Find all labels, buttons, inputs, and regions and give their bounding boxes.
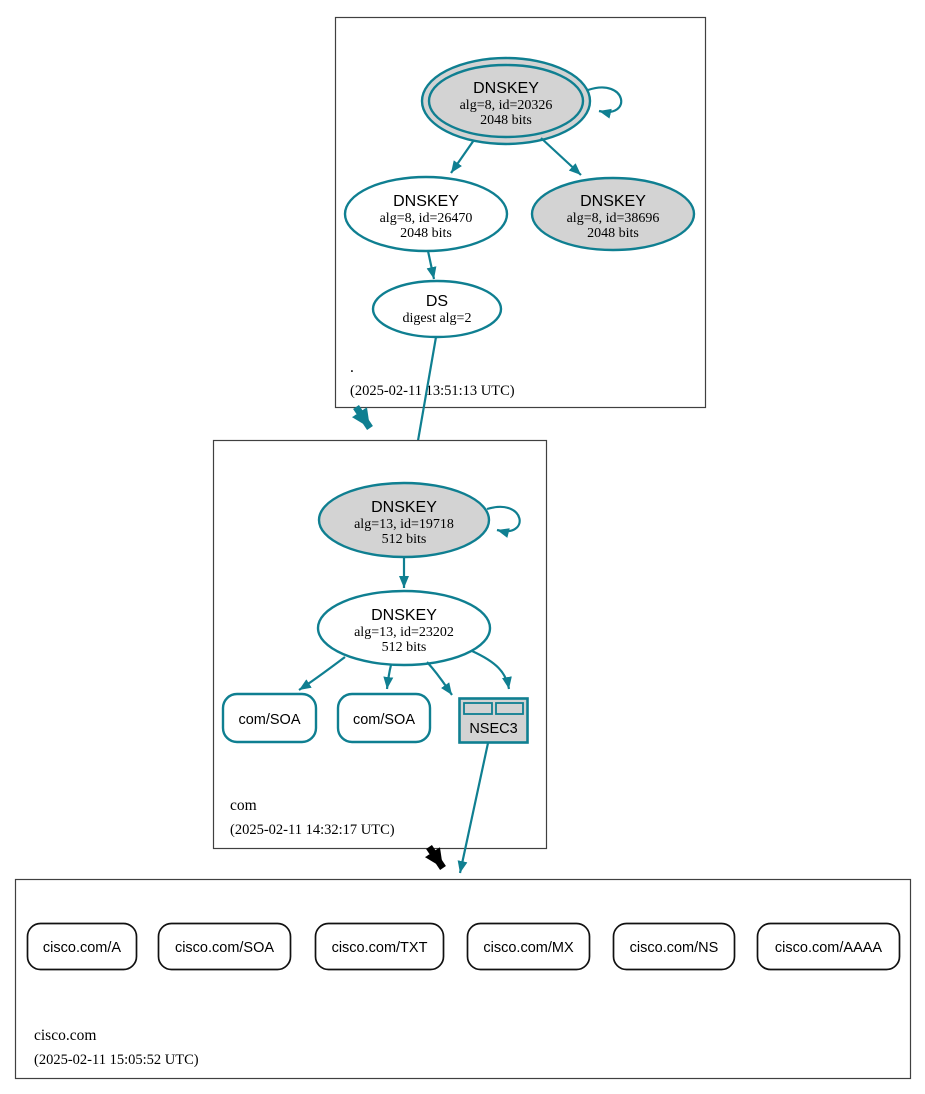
node-cisco-rrset-aaaa[interactable]: cisco.com/AAAA <box>756 922 901 971</box>
edge-root-ksk-selfloop <box>587 86 623 119</box>
zone-label-cisco: cisco.com <box>34 1027 96 1044</box>
edge-com-ksk-selfloop <box>486 505 521 538</box>
node-cisco-rrset-txt[interactable]: cisco.com/TXT <box>314 922 445 971</box>
node-title: DS <box>426 293 448 310</box>
rrset-label: cisco.com/A <box>43 940 121 956</box>
node-detail: alg=8, id=20326 <box>460 98 553 113</box>
node-detail: alg=13, id=19718 <box>354 517 454 532</box>
node-detail: alg=8, id=26470 <box>380 211 473 226</box>
edge-com-zsk-to-soa2 <box>383 664 394 690</box>
node-root-ds[interactable]: DS digest alg=2 <box>371 279 503 339</box>
node-bits: 2048 bits <box>400 226 452 241</box>
edge-com-zsk-to-nsec3-right <box>471 650 512 690</box>
node-cisco-rrset-a[interactable]: cisco.com/A <box>26 922 138 971</box>
rrset-label: cisco.com/TXT <box>332 940 428 956</box>
node-cisco-rrset-soa[interactable]: cisco.com/SOA <box>157 922 292 971</box>
node-bits: 2048 bits <box>480 113 532 128</box>
zone-label-com: com <box>230 797 257 814</box>
edge-root-ksk-to-38696 <box>540 137 582 176</box>
rrset-label: cisco.com/AAAA <box>775 940 882 956</box>
node-root-key-38696[interactable]: DNSKEY alg=8, id=38696 2048 bits <box>530 176 696 252</box>
zone-timestamp-root: (2025-02-11 13:51:13 UTC) <box>350 383 515 399</box>
node-cisco-rrset-ns[interactable]: cisco.com/NS <box>612 922 736 971</box>
edge-com-to-cisco-delegation <box>424 845 446 870</box>
zone-border-cisco <box>14 878 912 1080</box>
node-com-zsk-23202[interactable]: DNSKEY alg=13, id=23202 512 bits <box>316 589 492 667</box>
node-bits: 512 bits <box>382 532 427 547</box>
node-title: DNSKEY <box>580 193 646 210</box>
edge-com-zsk-to-nsec3-left <box>426 661 453 696</box>
edge-com-zsk-to-soa1 <box>298 656 346 691</box>
zone-timestamp-com: (2025-02-11 14:32:17 UTC) <box>230 822 395 838</box>
nsec3-label: NSEC3 <box>469 721 517 737</box>
node-bits: 2048 bits <box>587 226 639 241</box>
node-detail: digest alg=2 <box>403 311 472 326</box>
node-title: DNSKEY <box>371 607 437 624</box>
node-com-soa-1[interactable]: com/SOA <box>221 692 318 744</box>
edge-root-to-com-delegation <box>351 405 373 430</box>
zone-label-root: . <box>350 359 354 376</box>
node-cisco-rrset-mx[interactable]: cisco.com/MX <box>466 922 591 971</box>
node-root-ksk-20326[interactable]: DNSKEY alg=8, id=20326 2048 bits <box>420 56 592 146</box>
node-title: DNSKEY <box>371 499 437 516</box>
node-detail: alg=13, id=23202 <box>354 625 454 640</box>
rrset-label: cisco.com/MX <box>483 940 574 956</box>
rrset-label: com/SOA <box>353 712 415 728</box>
rrset-label: com/SOA <box>238 712 300 728</box>
node-title: DNSKEY <box>393 193 459 210</box>
node-detail: alg=8, id=38696 <box>567 211 660 226</box>
node-com-soa-2[interactable]: com/SOA <box>336 692 432 744</box>
edge-root-ksk-to-zsk <box>450 139 475 174</box>
zone-timestamp-cisco: (2025-02-11 15:05:52 UTC) <box>34 1052 199 1068</box>
zone-box-cisco: cisco.com (2025-02-11 15:05:52 UTC) <box>14 878 912 1080</box>
node-root-zsk-26470[interactable]: DNSKEY alg=8, id=26470 2048 bits <box>343 175 509 253</box>
node-bits: 512 bits <box>382 640 427 655</box>
rrset-label: cisco.com/NS <box>630 940 719 956</box>
edge-root-zsk-to-ds <box>426 250 437 280</box>
node-title: DNSKEY <box>473 80 539 97</box>
node-com-ksk-19718[interactable]: DNSKEY alg=13, id=19718 512 bits <box>317 481 491 559</box>
rrset-label: cisco.com/SOA <box>175 940 274 956</box>
node-com-nsec3[interactable]: NSEC3 <box>458 697 529 744</box>
edge-nsec3-to-cisco <box>457 742 490 874</box>
